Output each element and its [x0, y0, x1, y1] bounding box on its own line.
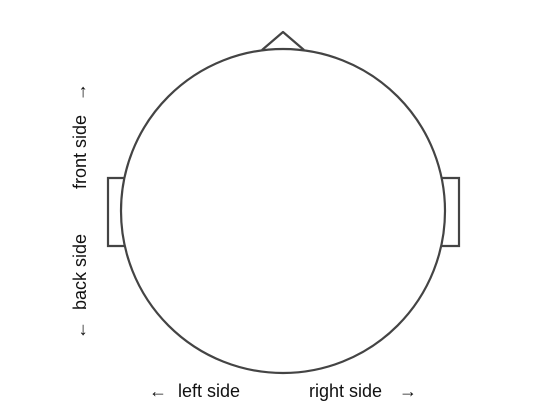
left-side-label: left side [178, 381, 240, 401]
left-side-arrow-icon: ← [149, 381, 167, 401]
right-ear-marker [441, 176, 461, 248]
front-side-arrow-icon: → [70, 83, 90, 101]
right-side-label: right side [309, 381, 382, 401]
left-ear-marker [106, 176, 126, 248]
right-side-arrow-icon: → [399, 381, 417, 401]
head-outline [119, 47, 447, 375]
nose-marker [261, 30, 305, 51]
back-side-label: back side [70, 234, 90, 310]
front-side-label: front side [70, 115, 90, 189]
back-side-arrow-icon: ← [70, 321, 90, 339]
